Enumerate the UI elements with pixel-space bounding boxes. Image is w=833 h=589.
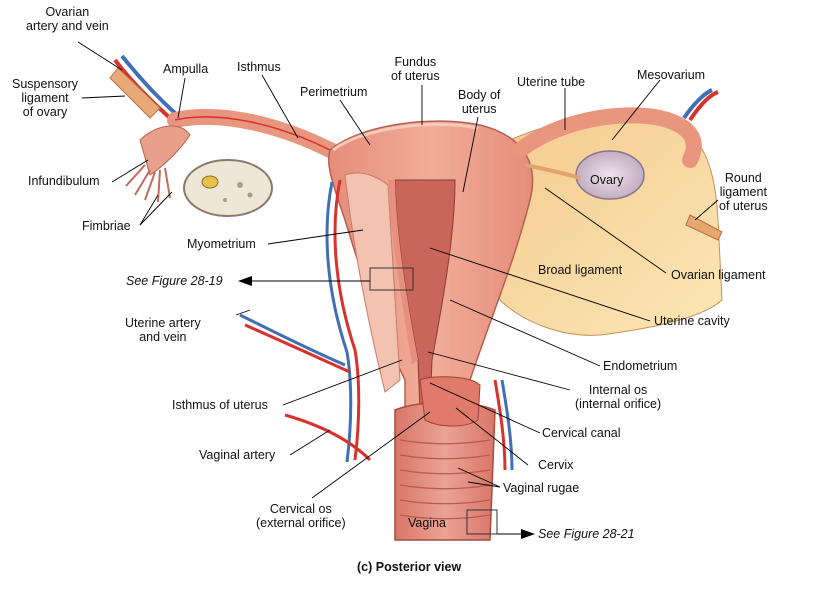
arrow-right-icon — [497, 529, 535, 539]
label-uterine-tube: Uterine tube — [517, 75, 586, 89]
label-ampulla: Ampulla — [163, 62, 209, 76]
label-vaginal-artery: Vaginal artery — [199, 448, 276, 462]
label-isthmus: Isthmus — [237, 60, 281, 74]
label-ovarian-ligament: Ovarian ligament — [671, 268, 766, 282]
right-uterine-tube — [512, 107, 702, 168]
infundibulum-shape — [139, 125, 191, 176]
vaginal-rugae-lines — [399, 439, 491, 520]
label-endometrium: Endometrium — [603, 359, 678, 373]
label-broad-ligament: Broad ligament — [538, 263, 623, 277]
uterine-vessels-left — [239, 179, 361, 463]
round-ligament-shape — [685, 214, 723, 241]
label-vagina: Vagina — [408, 516, 446, 530]
figure-28-21-box — [466, 509, 498, 535]
label-cervix: Cervix — [538, 458, 574, 472]
label-see-figure-28-19: See Figure 28-19 — [126, 274, 223, 288]
right-ovarian-vein — [682, 88, 713, 120]
left-ovary-cut — [183, 159, 273, 217]
myometrium-face — [344, 172, 401, 393]
left-ovarian-vein — [120, 54, 178, 116]
figure-caption: (c) Posterior view — [357, 560, 462, 574]
suspensory-ligament-shape — [109, 67, 161, 119]
label-infundibulum: Infundibulum — [28, 174, 100, 188]
leader-lines — [77, 41, 719, 499]
label-mesovarium: Mesovarium — [637, 68, 706, 82]
right-ovarian-artery — [688, 90, 719, 122]
cervix-shape — [419, 376, 481, 427]
vaginal-artery-shape — [284, 413, 372, 462]
figure-28-19-box — [369, 267, 414, 291]
uterine-vessels-right — [493, 379, 514, 471]
label-myometrium: Myometrium — [187, 237, 256, 251]
label-internal-os: Internal os(internal orifice) — [575, 383, 662, 411]
label-see-figure-28-21: See Figure 28-21 — [538, 527, 635, 541]
label-cervical-canal: Cervical canal — [542, 426, 621, 440]
label-perimetrium: Perimetrium — [300, 85, 368, 99]
label-ovary: Ovary — [590, 173, 624, 187]
label-fimbriae: Fimbriae — [82, 219, 131, 233]
label-isthmus-of-uterus: Isthmus of uterus — [172, 398, 268, 412]
label-uterine-cavity: Uterine cavity — [654, 314, 730, 328]
label-cervical-os: Cervical os(external orifice) — [256, 502, 346, 530]
label-vaginal-rugae: Vaginal rugae — [503, 481, 580, 495]
fimbriae-shape — [125, 164, 171, 203]
arrow-left-icon — [238, 276, 370, 286]
